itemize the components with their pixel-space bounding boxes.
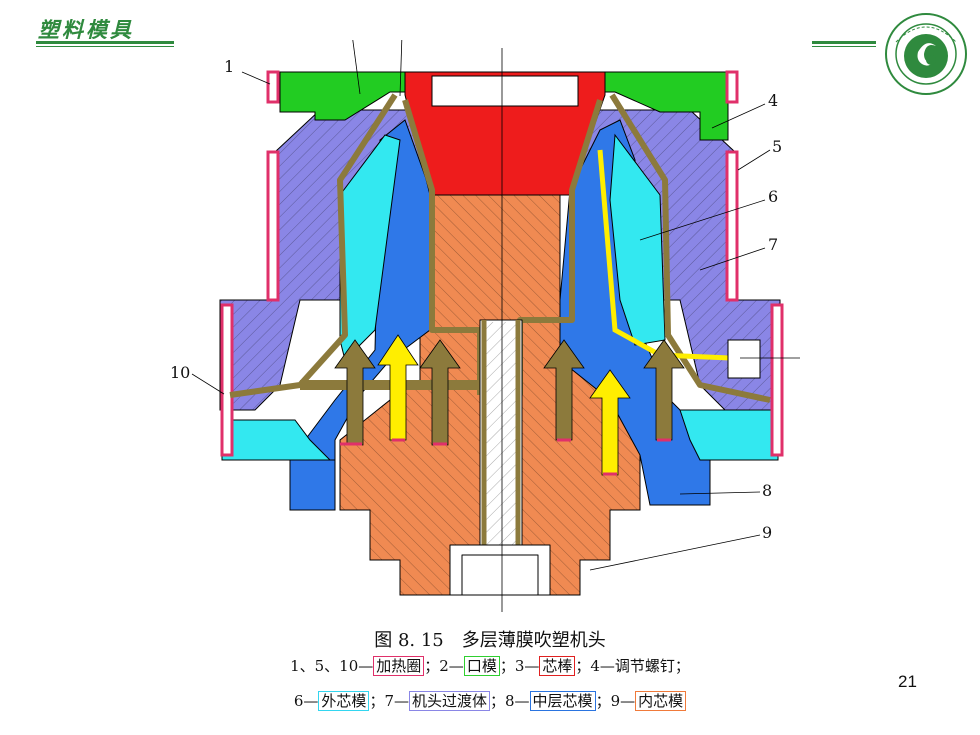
legend-text: ；9—	[595, 692, 636, 710]
flow-arrows	[334, 334, 685, 476]
header-rule-right	[812, 41, 876, 44]
legend-text: ；3—	[499, 657, 540, 675]
legend-term: 机头过渡体	[408, 691, 490, 711]
blow-head-diagram: 1 2 3 4 5 6 7 8 9 10	[170, 40, 800, 612]
callout-10: 10	[170, 363, 190, 382]
legend-term: 口模	[463, 656, 500, 676]
legend-term: 中层芯模	[529, 691, 596, 711]
callout-7: 7	[768, 235, 778, 254]
legend-line-2: 6—外芯模；7—机头过渡体；8—中层芯模；9—内芯模	[0, 690, 980, 711]
mandrel	[404, 71, 606, 196]
leader-lines	[191, 40, 771, 571]
melt-channels	[229, 93, 771, 596]
legend-text: ；8—	[490, 692, 530, 710]
header-rule-right-thin	[812, 46, 876, 47]
callout-5: 5	[772, 137, 782, 156]
figure-title: 图 8. 15 多层薄膜吹塑机头	[374, 630, 606, 651]
header-rule-left-thin	[36, 46, 174, 47]
legend-text: ；4—调节螺钉；	[575, 657, 690, 675]
heating-rings	[220, 70, 784, 457]
page-number: 21	[898, 672, 917, 691]
legend-term: 外芯模	[318, 691, 370, 711]
callout-9: 9	[762, 523, 772, 542]
callout-4: 4	[768, 91, 778, 110]
page-title: 塑料模具	[38, 17, 134, 42]
legend-text: ；7—	[369, 692, 409, 710]
legend-term: 内芯模	[635, 691, 687, 711]
callout-8: 8	[762, 481, 772, 500]
outer-core	[221, 133, 779, 461]
right-feed-line	[597, 149, 761, 379]
legend-text: 6—	[293, 692, 319, 710]
callout-6: 6	[768, 187, 778, 206]
legend-line-1: 1、5、10—加热圈；2—口模；3—芯棒；4—调节螺钉；	[0, 655, 980, 676]
university-logo	[885, 13, 967, 95]
callout-1: 1	[224, 57, 234, 76]
legend-text: 1、5、10—	[290, 657, 374, 675]
legend-term: 加热圈	[373, 656, 425, 676]
legend-text: ；2—	[424, 657, 464, 675]
header-rule-left	[36, 41, 174, 44]
legend-term: 芯棒	[539, 656, 576, 676]
